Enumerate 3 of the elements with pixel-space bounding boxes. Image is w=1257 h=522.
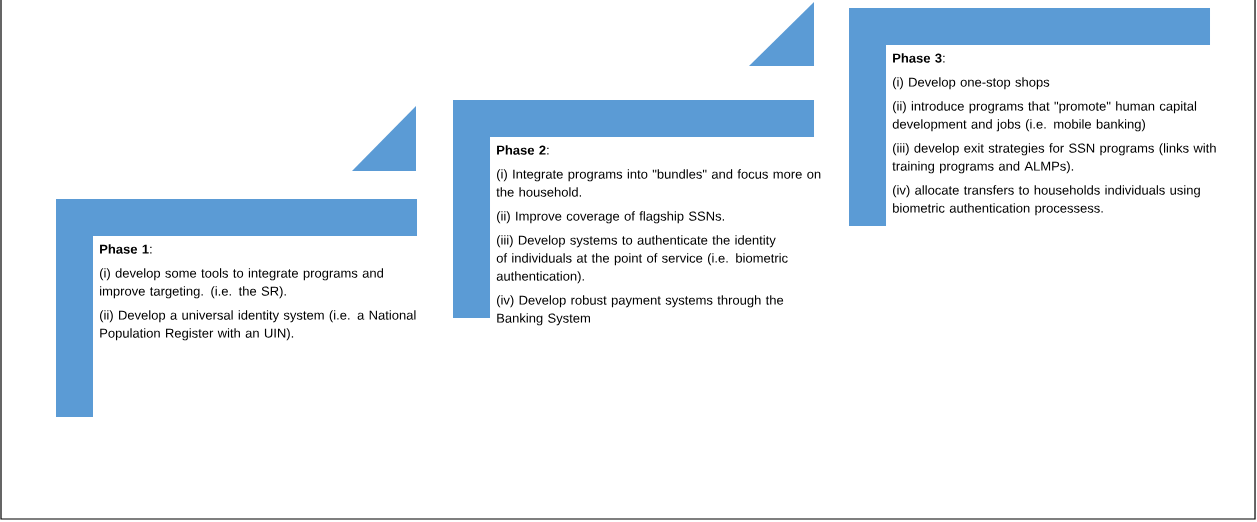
step-box: Phase 2: (i) Integrate programs into "bundles" and focus more on the household. (ii) Improve coverage of flagship SSNs. (iii) Develop systems to authenticate the identity of individuals at the point of service (i.e. biometric authentication). (iv) Develop robust payment systems through the Banking System	[453, 100, 821, 326]
step-box: Phase 1: (i) develop some tools to integrate programs and improve targeting. (i.e. the SR). (ii) Develop a universal identity system (i.e. a National Population Register with an UIN).	[56, 199, 417, 417]
step-box: Phase 3: (i) Develop one-stop shops (ii) introduce programs that "promote" human capital development and jobs (i.e. mobile banking) (iii) develop exit strategies for SSN programs (links with training programs and ALMPs). (iv) allocate transfers to households individuals using biometric authentication processess.	[849, 8, 1216, 226]
